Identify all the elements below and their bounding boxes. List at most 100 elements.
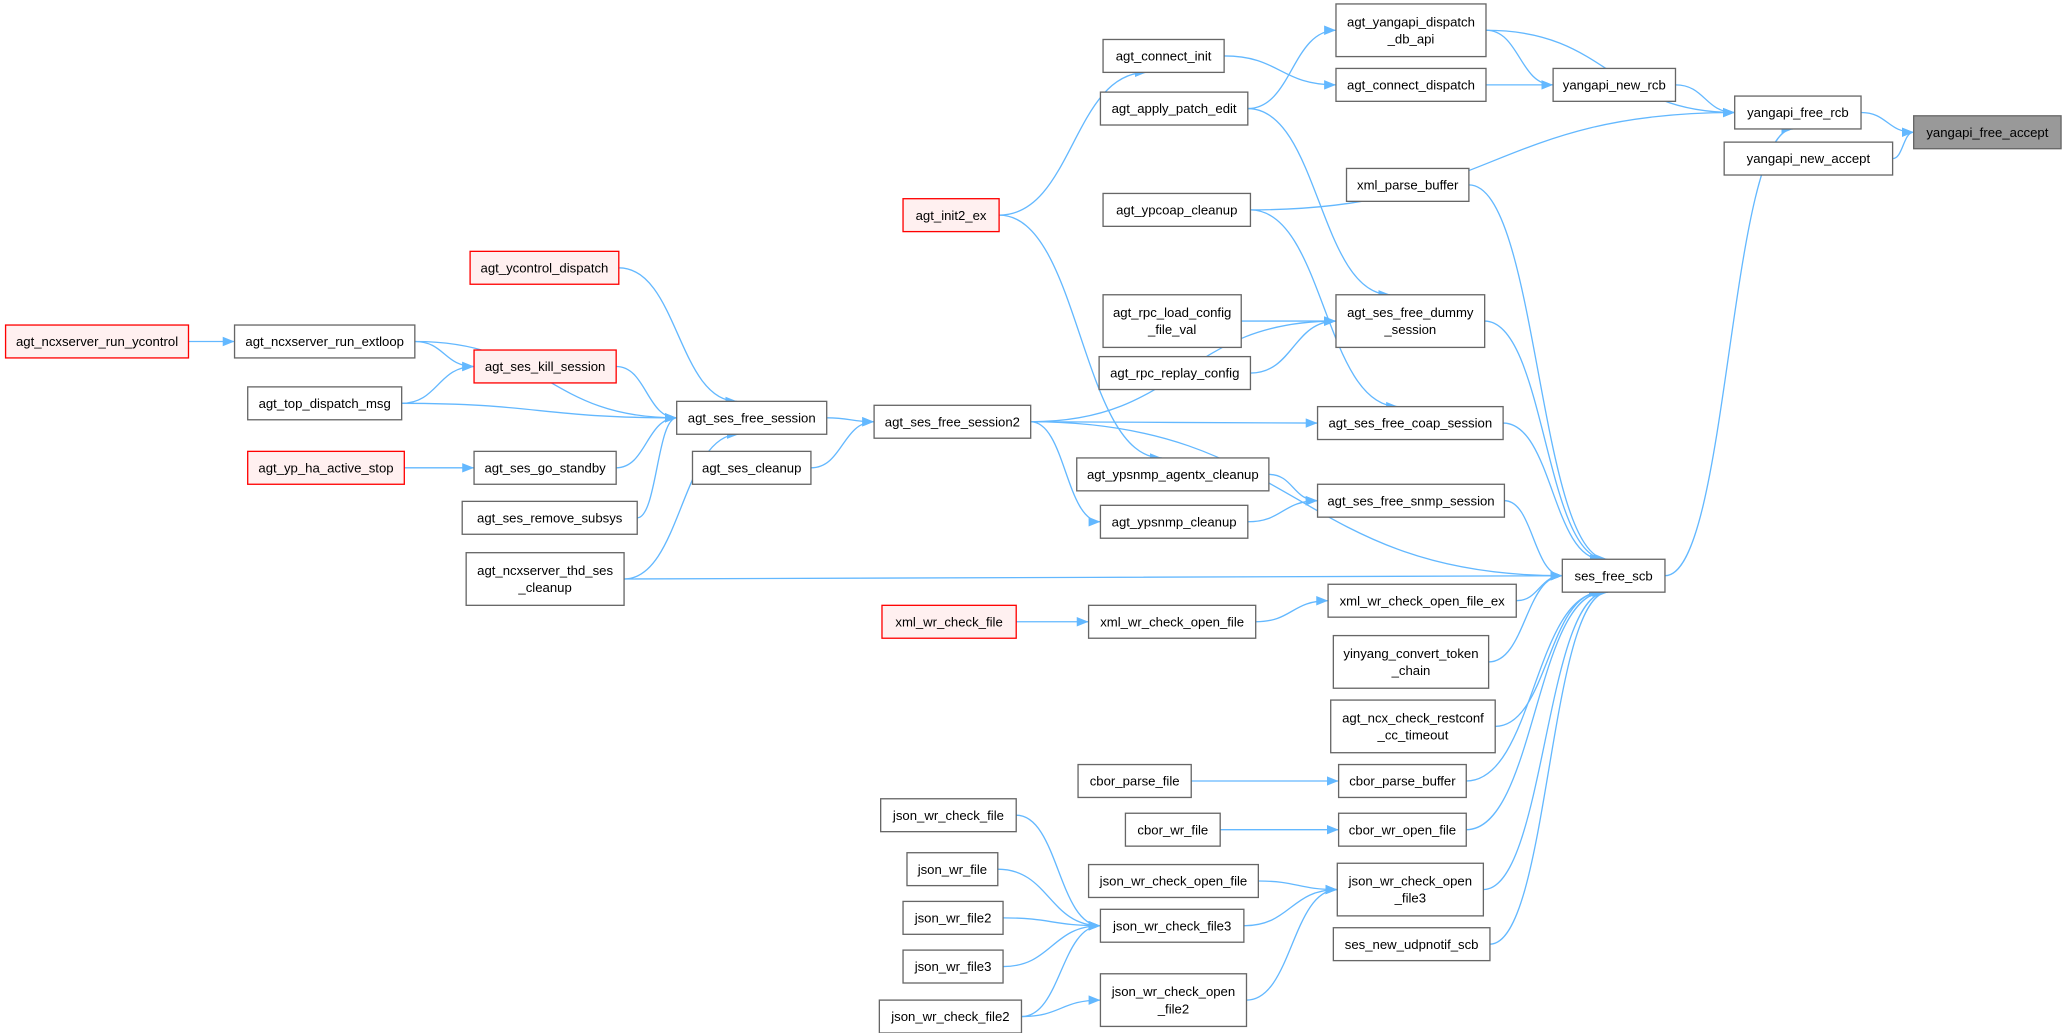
node-json_wr_file2[interactable]: json_wr_file2 (902, 900, 1004, 935)
node-yangapi_new_rcb[interactable]: yangapi_new_rcb (1552, 67, 1677, 102)
edge-agt_ses_free_session-to-agt_ses_free_session2 (826, 417, 875, 427)
edge-agt_ncxserver_thd_ses_cleanup-to-agt_ses_free_session (624, 429, 739, 580)
node-box (902, 198, 1000, 233)
edge-agt_ycontrol_dispatch-to-agt_ses_free_session (618, 267, 738, 407)
node-label: yangapi_new_accept (1747, 151, 1871, 166)
node-json_wr_check_file2[interactable]: json_wr_check_file2 (878, 999, 1023, 1033)
node-label: agt_ncx_check_restconf (1342, 710, 1484, 725)
node-label: agt_ses_free_session2 (885, 414, 1020, 429)
node-agt_ypsnmp_agentx_cleanup[interactable]: agt_ypsnmp_agentx_cleanup (1076, 457, 1270, 492)
edge-json_wr_check_open_file2-to-json_wr_check_open_file3 (1246, 884, 1338, 1001)
node-agt_init2_ex[interactable]: agt_init2_ex (902, 198, 1000, 233)
node-agt_ncxserver_run_extloop[interactable]: agt_ncxserver_run_extloop (233, 324, 416, 359)
node-yangapi_new_accept[interactable]: yangapi_new_accept (1723, 141, 1894, 176)
node-label: cbor_wr_file (1137, 822, 1208, 837)
node-box (1316, 483, 1506, 518)
node-label: json_wr_check_open (1348, 874, 1472, 889)
node-label: json_wr_check_file3 (1112, 918, 1231, 933)
node-agt_apply_patch_edit[interactable]: agt_apply_patch_edit (1099, 91, 1249, 126)
node-box (1337, 763, 1467, 799)
node-box (1332, 927, 1491, 962)
edge-json_wr_check_open_file-to-json_wr_check_open_file3 (1258, 880, 1338, 895)
node-agt_ses_free_coap_session[interactable]: agt_ses_free_coap_session (1316, 405, 1504, 441)
node-box (1337, 812, 1467, 847)
node-label: cbor_wr_open_file (1349, 822, 1456, 837)
node-agt_ses_free_snmp_session[interactable]: agt_ses_free_snmp_session (1316, 483, 1506, 518)
node-json_wr_check_file3[interactable]: json_wr_check_file3 (1099, 908, 1245, 943)
node-cbor_wr_open_file[interactable]: cbor_wr_open_file (1337, 812, 1467, 847)
node-cbor_parse_file[interactable]: cbor_parse_file (1077, 763, 1192, 799)
node-box (1316, 405, 1504, 441)
edge-agt_ses_kill_session-to-agt_ses_free_session (616, 365, 677, 423)
node-box (465, 552, 625, 606)
node-agt_rpc_replay_config[interactable]: agt_rpc_replay_config (1098, 355, 1252, 391)
edge-json_wr_file-to-json_wr_check_file3 (997, 868, 1101, 931)
node-agt_yp_ha_active_stop[interactable]: agt_yp_ha_active_stop (247, 450, 405, 485)
edge-json_wr_check_file2-to-json_wr_check_open_file2 (1021, 995, 1101, 1018)
node-box (461, 500, 638, 535)
node-xml_wr_check_open_file[interactable]: xml_wr_check_open_file (1087, 604, 1257, 639)
edge-agt_ses_free_session2-to-agt_ypsnmp_cleanup (1030, 421, 1101, 527)
node-json_wr_check_file[interactable]: json_wr_check_file (880, 798, 1017, 833)
node-agt_ses_go_standby[interactable]: agt_ses_go_standby (473, 450, 617, 485)
node-xml_parse_buffer[interactable]: xml_parse_buffer (1345, 167, 1470, 202)
edge-yinyang_convert_token_chain-to-ses_free_scb (1488, 571, 1563, 663)
node-agt_ses_free_session2[interactable]: agt_ses_free_session2 (873, 404, 1032, 439)
node-label: agt_connect_dispatch (1347, 77, 1475, 92)
node-box (1077, 763, 1192, 799)
node-json_wr_check_open_file[interactable]: json_wr_check_open_file (1087, 863, 1259, 899)
node-label: agt_ypsnmp_agentx_cleanup (1087, 467, 1259, 482)
node-label: agt_ses_free_snmp_session (1327, 493, 1494, 508)
node-agt_ses_cleanup[interactable]: agt_ses_cleanup (691, 450, 812, 485)
node-yangapi_free_rcb[interactable]: yangapi_free_rcb (1734, 95, 1862, 130)
node-yangapi_free_accept[interactable]: yangapi_free_accept (1913, 115, 2062, 150)
node-agt_ycontrol_dispatch[interactable]: agt_ycontrol_dispatch (469, 250, 620, 285)
node-agt_yangapi_dispatch_db_api[interactable]: agt_yangapi_dispatch_db_api (1335, 3, 1487, 58)
edge-yangapi_free_rcb-to-yangapi_free_accept (1861, 111, 1914, 137)
node-xml_wr_check_open_file_ex[interactable]: xml_wr_check_open_file_ex (1327, 583, 1517, 618)
node-box (1734, 95, 1862, 130)
node-ses_new_udpnotif_scb[interactable]: ses_new_udpnotif_scb (1332, 927, 1491, 962)
node-json_wr_file3[interactable]: json_wr_file3 (902, 949, 1004, 984)
node-box (1332, 634, 1490, 689)
edge-agt_ncxserver_thd_ses_cleanup-to-ses_free_scb (624, 570, 1563, 581)
node-agt_ses_remove_subsys[interactable]: agt_ses_remove_subsys (461, 500, 638, 535)
node-label: json_wr_file3 (914, 959, 992, 974)
node-yinyang_convert_token_chain[interactable]: yinyang_convert_token _chain (1332, 634, 1490, 689)
node-cbor_wr_file[interactable]: cbor_wr_file (1124, 812, 1221, 847)
node-json_wr_check_open_file3[interactable]: json_wr_check_open_file3 (1336, 862, 1485, 917)
node-agt_connect_init[interactable]: agt_connect_init (1102, 38, 1225, 74)
node-agt_ses_free_session[interactable]: agt_ses_free_session (676, 400, 828, 435)
node-ses_free_scb[interactable]: ses_free_scb (1561, 558, 1666, 593)
node-agt_top_dispatch_msg[interactable]: agt_top_dispatch_msg (247, 386, 403, 421)
node-box (1335, 294, 1486, 349)
node-label: agt_top_dispatch_msg (259, 396, 391, 411)
node-box (1345, 167, 1470, 202)
node-agt_ses_kill_session[interactable]: agt_ses_kill_session (473, 349, 617, 384)
edge-json_wr_check_file2-to-json_wr_check_file3 (1021, 921, 1101, 1018)
edge-agt_ncxserver_run_extloop-to-agt_ses_kill_session (414, 340, 475, 372)
node-json_wr_file[interactable]: json_wr_file (906, 852, 999, 887)
node-json_wr_check_open_file2[interactable]: json_wr_check_open_file2 (1099, 973, 1248, 1028)
node-agt_ncx_check_restconf_cc_timeout[interactable]: agt_ncx_check_restconf_cc_timeout (1330, 699, 1496, 754)
node-agt_ses_free_dummy_session[interactable]: agt_ses_free_dummy_session (1335, 294, 1486, 349)
node-label: _chain (1391, 663, 1431, 678)
node-box (691, 450, 812, 485)
node-label: _file_val (1147, 322, 1196, 337)
node-agt_rpc_load_config_file_val[interactable]: agt_rpc_load_config_file_val (1102, 294, 1242, 349)
node-agt_ncxserver_run_ycontrol[interactable]: agt_ncxserver_run_ycontrol (4, 324, 190, 359)
node-label: json_wr_check_open (1111, 984, 1235, 999)
node-agt_connect_dispatch[interactable]: agt_connect_dispatch (1335, 67, 1487, 102)
node-label: json_wr_file (917, 862, 987, 877)
node-label: agt_ses_kill_session (485, 359, 606, 374)
node-agt_ncxserver_thd_ses_cleanup[interactable]: agt_ncxserver_thd_ses_cleanup (465, 552, 625, 606)
node-agt_ypsnmp_cleanup[interactable]: agt_ypsnmp_cleanup (1099, 504, 1249, 539)
node-label: yinyang_convert_token (1343, 646, 1478, 661)
node-cbor_parse_buffer[interactable]: cbor_parse_buffer (1337, 763, 1467, 799)
node-label: json_wr_file2 (914, 910, 992, 925)
node-label: agt_yangapi_dispatch (1347, 14, 1475, 29)
node-box (1336, 862, 1485, 917)
node-agt_ypcoap_cleanup[interactable]: agt_ypcoap_cleanup (1102, 192, 1252, 227)
nodes: yangapi_free_acceptyangapi_free_rcbyanga… (4, 3, 2062, 1033)
node-xml_wr_check_file[interactable]: xml_wr_check_file (881, 604, 1017, 639)
